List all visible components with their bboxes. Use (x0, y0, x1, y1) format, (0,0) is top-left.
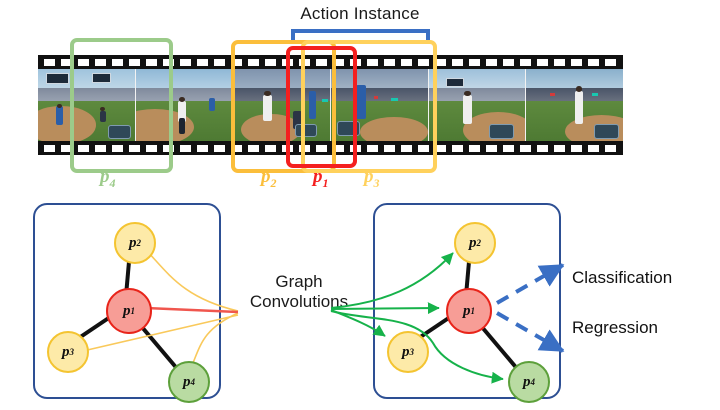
proposal-label-p4: p4 (100, 166, 116, 191)
graph-node-p1-label: p (463, 302, 471, 319)
film-frame (135, 69, 234, 141)
proposal-label-p4-text: p (100, 166, 110, 187)
graph-node-p1-label: p (123, 302, 131, 319)
proposal-label-p4-sub: 4 (109, 175, 116, 190)
proposal-label-p1: p1 (313, 166, 329, 191)
output-label-regression: Regression (572, 318, 658, 337)
filmstrip-frames (38, 69, 624, 141)
proposal-label-p2: p2 (261, 166, 277, 191)
graph-node-p4-label: p (523, 373, 531, 390)
graph-node-p4-sub: 4 (190, 377, 196, 387)
proposal-box-p4[interactable] (70, 38, 173, 173)
proposal-label-p1-sub: 1 (322, 175, 329, 190)
sprocket-row-top (38, 56, 623, 68)
graph-node-p2-sub: 2 (136, 238, 142, 248)
graph-convolutions-line1: Graph (275, 272, 323, 291)
action-instance-bracket-icon (291, 29, 430, 43)
film-frame (428, 69, 527, 141)
graph-node-p1-sub: 1 (470, 306, 476, 316)
film-frame (526, 69, 624, 141)
film-frame (38, 69, 136, 141)
output-label-classification: Classification (572, 268, 673, 287)
graph-node-p4-label: p (183, 373, 191, 390)
proposal-label-p3-text: p (364, 166, 374, 187)
proposal-label-p2-sub: 2 (270, 175, 277, 190)
filmstrip (38, 55, 624, 155)
graph-node-p2-label: p (129, 234, 137, 251)
graph-node-p3-sub: 3 (409, 347, 415, 357)
proposal-box-p2[interactable] (231, 40, 336, 173)
graph-node-p4-sub: 4 (530, 377, 536, 387)
graph-node-p3-label: p (402, 343, 410, 360)
proposal-label-p2-text: p (261, 166, 271, 187)
graph-node-p3-sub: 3 (69, 347, 75, 357)
proposal-label-p3-sub: 3 (373, 175, 380, 190)
graph-node-p2-label: p (469, 234, 477, 251)
graph-node-p2-sub: 2 (476, 238, 482, 248)
proposal-label-p1-text: p (313, 166, 323, 187)
proposal-label-p3: p3 (364, 166, 380, 191)
proposal-box-p1[interactable] (286, 46, 357, 168)
graph-convolutions-line2: Convolutions (249, 292, 349, 312)
film-frame (233, 69, 332, 141)
proposal-box-p3[interactable] (301, 40, 437, 173)
graph-node-p1-sub: 1 (130, 306, 136, 316)
graph-convolutions-caption: Graph Convolutions (228, 272, 370, 312)
graph-node-p3-label: p (62, 343, 70, 360)
action-instance-label: Action Instance (300, 4, 420, 23)
